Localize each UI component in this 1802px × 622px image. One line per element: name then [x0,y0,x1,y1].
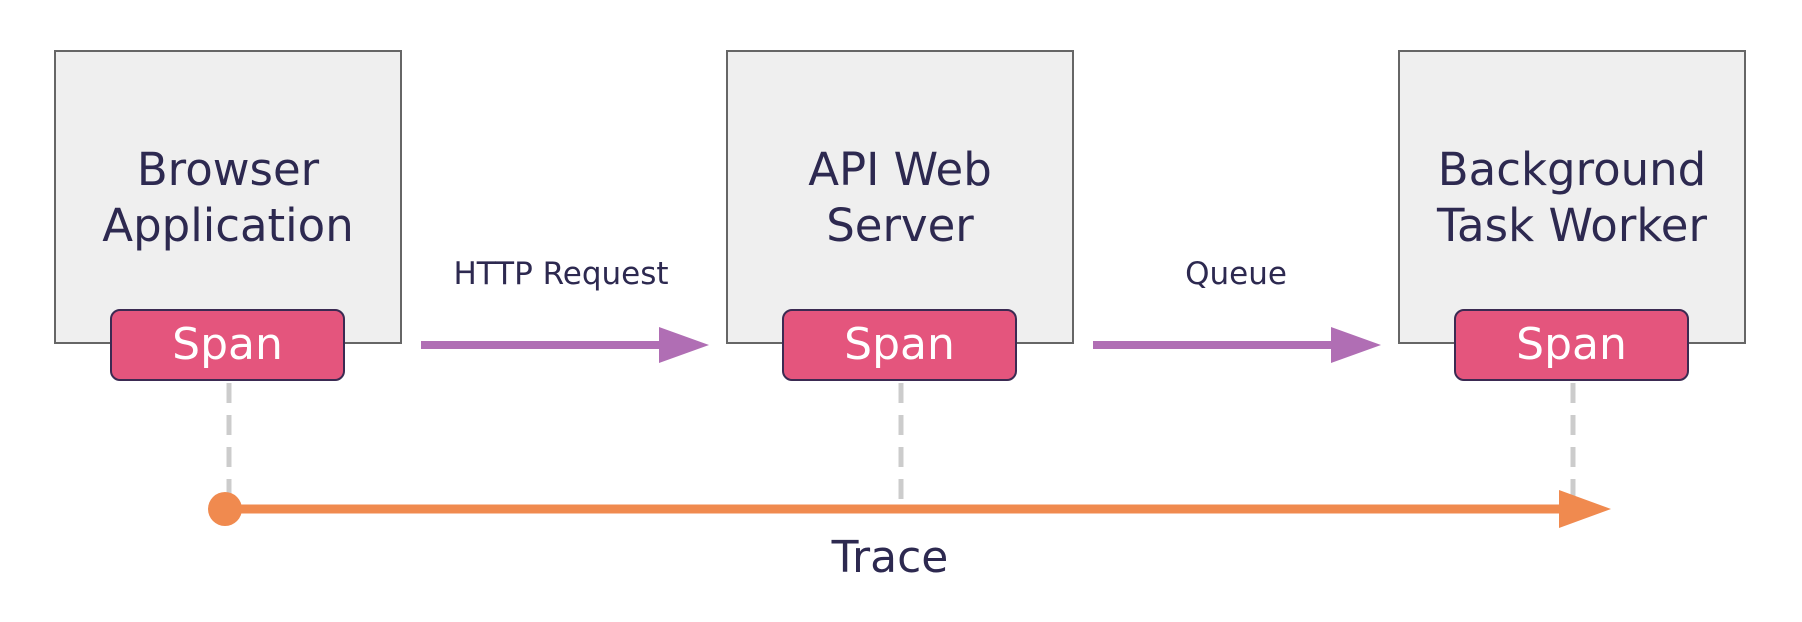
queue-label: Queue [1185,256,1287,292]
browser-application-node: Browser Application [54,50,402,344]
trace-start-dot [208,492,242,526]
api-web-server-node: API Web Server [726,50,1074,344]
http-request-arrow-head [659,327,709,363]
span-badge: Span [1454,309,1689,381]
queue-arrow-head [1331,327,1381,363]
node-title: Background Task Worker [1437,143,1707,252]
trace-arrow-head [1559,490,1611,528]
node-title: Browser Application [102,143,354,252]
background-task-worker-node: Background Task Worker [1398,50,1746,344]
trace-label: Trace [831,532,949,583]
span-badge: Span [782,309,1017,381]
span-badge: Span [110,309,345,381]
node-title: API Web Server [808,143,992,252]
http-request-label: HTTP Request [453,256,669,292]
